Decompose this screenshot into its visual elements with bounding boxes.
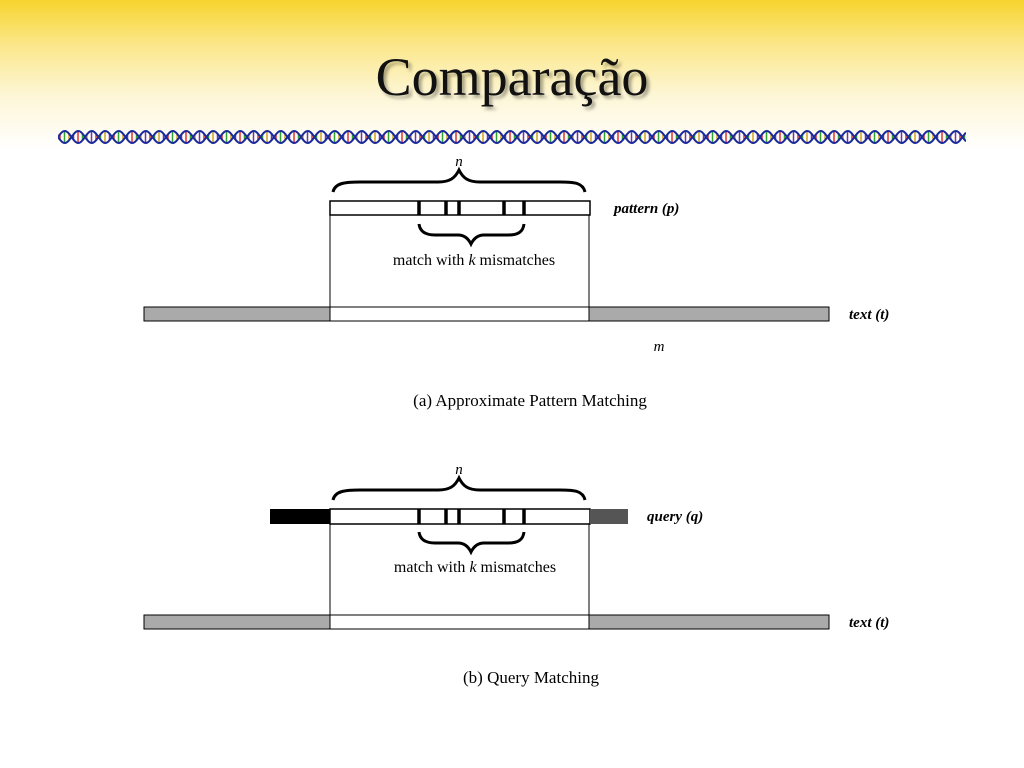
- text-bar-left-segment: [143, 306, 331, 322]
- text-bar-left-segment: [143, 614, 331, 630]
- text-bar-match-segment: [329, 306, 590, 322]
- query-label: query (q): [647, 509, 703, 525]
- query-right-extension: [590, 509, 628, 524]
- text-bar-match-segment: [329, 614, 590, 630]
- pattern-mismatch-marks: [417, 201, 526, 215]
- text-label: text (t): [849, 615, 889, 631]
- n-length-label: n: [455, 462, 463, 478]
- text-bar-right-segment: [588, 306, 830, 322]
- n-brace: [331, 166, 587, 193]
- match-label: match with k mismatches: [394, 559, 556, 576]
- dna-helix-divider: [58, 130, 966, 144]
- m-length-label: m: [654, 339, 665, 355]
- caption-b: (b) Query Matching: [463, 668, 599, 687]
- query-left-extension: [270, 509, 330, 524]
- match-label: match with k mismatches: [393, 252, 555, 269]
- caption-a: (a) Approximate Pattern Matching: [413, 391, 647, 410]
- pattern-label: pattern (p): [612, 201, 679, 217]
- text-label: text (t): [849, 307, 889, 323]
- n-brace: [331, 474, 587, 501]
- match-brace: [417, 531, 526, 556]
- n-length-label: n: [455, 154, 463, 170]
- query-mismatch-marks: [417, 509, 526, 524]
- diagram-approximate-pattern-matching: n pattern (p) match with k mismatches te…: [143, 154, 889, 410]
- diagram-query-matching: n query (q) match with k mismatches text…: [143, 462, 889, 687]
- slide-title: Comparação: [375, 47, 649, 107]
- match-brace: [417, 223, 526, 248]
- text-bar-right-segment: [588, 614, 830, 630]
